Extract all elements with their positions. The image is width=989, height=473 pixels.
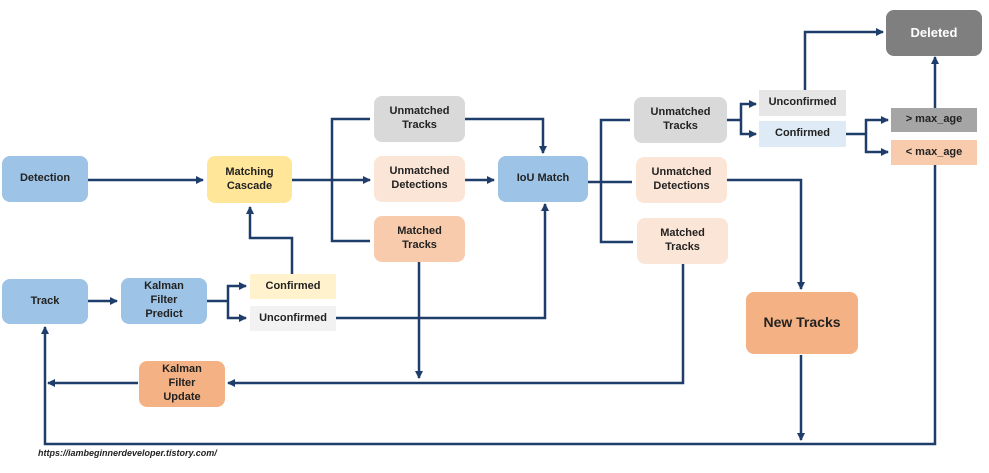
- arrow-matched-tracks2-to-update: [227, 262, 685, 387]
- line-iou-branch-down: [599, 182, 633, 244]
- new-tracks-node: New Tracks: [746, 292, 858, 354]
- matched-tracks-node-2: Matched Tracks: [637, 218, 728, 264]
- gt-max-age-node: > max_age: [891, 108, 977, 132]
- line-cascade-branch-up: [330, 117, 370, 180]
- confirmed-top-node: Confirmed: [759, 121, 846, 147]
- arrow-to-unconfirmed-bottom: [226, 301, 247, 322]
- arrow-to-confirmed-top: [739, 120, 757, 138]
- unconfirmed-bottom-node: Unconfirmed: [250, 306, 336, 331]
- arrow-to-unconfirmed-top: [739, 100, 757, 120]
- line-iou-branch-up: [599, 118, 630, 182]
- arrow-to-confirmed-bottom: [226, 282, 247, 301]
- arrow-unmatched-tracks-to-iou: [465, 117, 547, 154]
- arrow-unconfirmed-to-deleted: [803, 28, 884, 90]
- arrow-unmatched-detections-to-new-tracks: [727, 178, 805, 290]
- arrow-loop-to-track: [41, 165, 937, 446]
- arrow-confirmed-to-cascade: [246, 206, 294, 274]
- kalman-filter-update-node: Kalman Filter Update: [139, 361, 225, 407]
- detection-node: Detection: [2, 156, 88, 202]
- lt-max-age-node: < max_age: [891, 140, 977, 165]
- kalman-filter-predict-node: Kalman Filter Predict: [121, 278, 207, 324]
- arrow-to-lt-max-age: [864, 134, 889, 156]
- track-node: Track: [2, 279, 88, 324]
- arrow-to-gt-max-age: [864, 116, 889, 134]
- arrow-unconfirmed-to-iou: [336, 203, 549, 320]
- line-cascade-branch-down: [330, 180, 370, 243]
- unconfirmed-top-node: Unconfirmed: [759, 90, 846, 116]
- unmatched-detections-node-1: Unmatched Detections: [374, 156, 465, 202]
- unmatched-tracks-node-1: Unmatched Tracks: [374, 96, 465, 142]
- confirmed-bottom-node: Confirmed: [250, 274, 336, 299]
- iou-match-node: IoU Match: [498, 156, 588, 202]
- deleted-node: Deleted: [886, 10, 982, 56]
- unmatched-tracks-node-2: Unmatched Tracks: [634, 97, 727, 143]
- source-url: https://iambeginnerdeveloper.tistory.com…: [38, 448, 217, 458]
- matched-tracks-node-1: Matched Tracks: [374, 216, 465, 262]
- unmatched-detections-node-2: Unmatched Detections: [636, 157, 727, 203]
- matching-cascade-node: Matching Cascade: [207, 156, 292, 203]
